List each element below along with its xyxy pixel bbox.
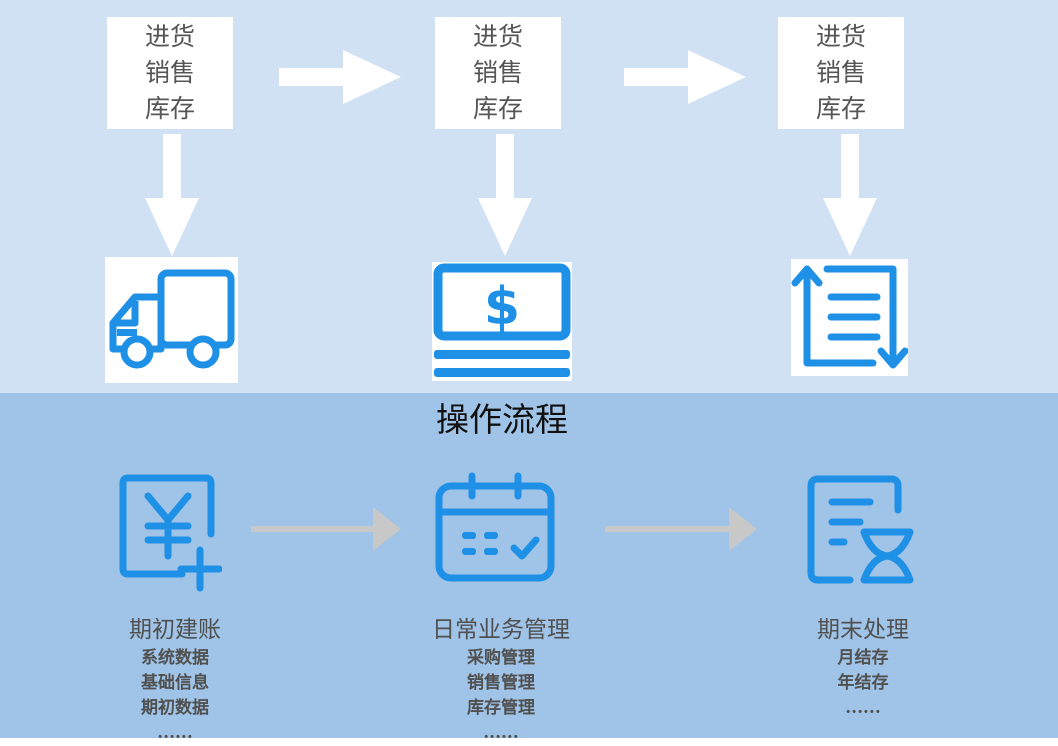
- section-title: 操作流程: [436, 400, 568, 439]
- box-1-line-3: 库存: [144, 94, 195, 123]
- box-2-line-1: 进货: [472, 22, 523, 51]
- box-2-line-3: 库存: [472, 94, 523, 123]
- box-3-line-3: 库存: [815, 94, 866, 123]
- step-3-title: 期末处理: [817, 617, 909, 643]
- box-1-line-2: 销售: [144, 58, 195, 87]
- arrow-down-2: [478, 134, 532, 256]
- document-hourglass-icon: [806, 474, 916, 586]
- step-1: 期初建账 系统数据 基础信息 期初数据 ......: [65, 614, 285, 746]
- box-2-line-2: 销售: [472, 58, 523, 87]
- step-2-item-3: 库存管理: [467, 698, 535, 718]
- step-1-item-3: 期初数据: [141, 698, 209, 718]
- step-1-item-1: 系统数据: [141, 648, 209, 668]
- arrow-down-3: [823, 134, 877, 256]
- list-sort-icon: [791, 259, 908, 376]
- box-3-line-1: 进货: [815, 22, 866, 51]
- arrow-down-1: [145, 134, 199, 256]
- step-3-item-1: 月结存: [837, 648, 889, 668]
- step-1-item-4: ......: [157, 723, 193, 743]
- flow-arrow-1: [251, 505, 401, 553]
- step-3: 期末处理 月结存 年结存 ......: [753, 614, 973, 721]
- box-3-line-2: 销售: [815, 58, 866, 87]
- arrow-right-2: [624, 50, 746, 104]
- step-2-item-1: 采购管理: [467, 648, 535, 668]
- step-2-item-4: ......: [483, 723, 519, 743]
- step-2-item-2: 销售管理: [467, 673, 535, 693]
- cash-register-icon: $: [432, 262, 572, 381]
- step-3-item-2: 年结存: [837, 673, 889, 693]
- step-3-item-3: ......: [845, 698, 881, 718]
- flow-arrow-2: [605, 505, 757, 553]
- box-1: 进货 销售 库存: [107, 17, 233, 129]
- box-3: 进货 销售 库存: [778, 17, 904, 129]
- yen-add-icon: [118, 474, 222, 592]
- box-2: 进货 销售 库存: [435, 17, 561, 129]
- bottom-section: [0, 393, 1058, 738]
- box-1-line-1: 进货: [144, 22, 195, 51]
- svg-text:$: $: [484, 277, 520, 337]
- truck-icon: [105, 257, 238, 383]
- step-2: 日常业务管理 采购管理 销售管理 库存管理 ......: [391, 614, 611, 746]
- arrow-right-1: [279, 50, 401, 104]
- step-2-title: 日常业务管理: [432, 617, 570, 643]
- step-1-item-2: 基础信息: [141, 673, 209, 693]
- calendar-check-icon: [434, 472, 556, 584]
- step-1-title: 期初建账: [129, 617, 221, 643]
